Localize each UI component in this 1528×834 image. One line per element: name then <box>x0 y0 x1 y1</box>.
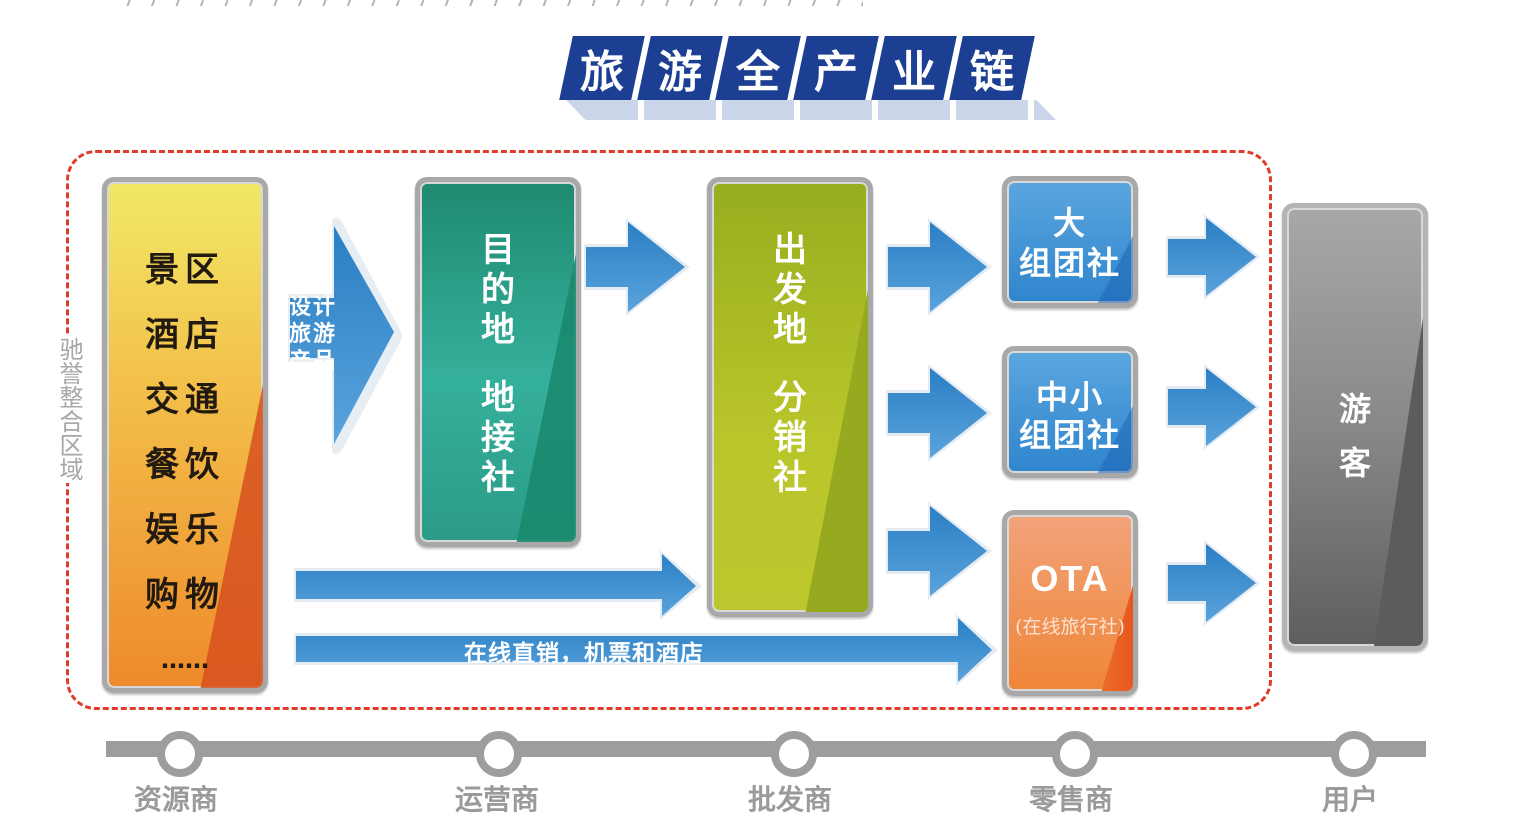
design-label-line: 产品 <box>289 349 338 374</box>
resource-item: 酒店 <box>145 315 225 355</box>
arrow-to-ota <box>886 502 992 600</box>
title-char-cell: 全 <box>715 36 801 100</box>
label-char: 销 <box>773 418 807 458</box>
arrow-to-large-group <box>886 218 992 316</box>
label-char: 分 <box>773 378 807 418</box>
label-char: 地 <box>481 378 515 418</box>
arrow-large-group-to-tourist <box>1166 214 1260 300</box>
destination-label-bottom: 地 接 社 <box>420 378 576 498</box>
label-char: 地 <box>773 310 807 350</box>
arrow-direct-sales-to-ota <box>294 614 998 686</box>
resource-item: 景区 <box>145 250 225 290</box>
label-char: 发 <box>773 270 807 310</box>
timeline-node <box>1052 731 1098 777</box>
resource-box: 景区 酒店 交通 餐饮 娱乐 购物 …… <box>102 177 268 693</box>
top-hatch-decoration <box>118 0 863 6</box>
arrow-resource-to-departure <box>294 550 702 620</box>
timeline-label-retailer: 零售商 <box>1028 783 1113 816</box>
departure-label-bottom: 分 销 社 <box>712 378 868 498</box>
label-char: 的 <box>481 270 515 310</box>
title-char-cell: 产 <box>793 36 879 100</box>
timeline-node <box>476 731 522 777</box>
direct-sales-label: 在线直销，机票和酒店 <box>464 641 704 667</box>
title-char: 链 <box>970 47 1014 98</box>
timeline-node <box>771 731 817 777</box>
label-char: 地 <box>481 310 515 350</box>
small-group-agency-box: 中小 组团社 <box>1002 346 1138 478</box>
departure-label-top: 出 发 地 <box>712 230 868 350</box>
label-char: 游 <box>1338 390 1371 428</box>
label-char: 目 <box>481 230 515 270</box>
label-char: 社 <box>773 458 807 498</box>
title-char: 旅 <box>580 47 624 98</box>
tourist-label: 游 客 <box>1287 382 1423 490</box>
destination-agency-box: 目 的 地 地 接 社 <box>415 177 581 547</box>
ota-subtitle: (在线旅行社) <box>1015 616 1125 638</box>
title-char-cell: 游 <box>637 36 723 100</box>
large-group-agency-box: 大 组团社 <box>1002 176 1138 308</box>
timeline-label-user: 用户 <box>1321 783 1378 816</box>
arrow-destination-to-departure <box>584 218 690 316</box>
resource-item-ellipsis: …… <box>161 646 209 674</box>
arrow-ota-to-tourist <box>1166 540 1260 626</box>
label-char: 出 <box>773 230 807 270</box>
ota-title: OTA <box>1030 558 1110 599</box>
timeline-node <box>1331 731 1377 777</box>
title-char: 产 <box>814 47 858 98</box>
design-label-line: 设计 <box>289 295 338 320</box>
title-char-cell: 旅 <box>559 36 645 100</box>
title-char-cell: 业 <box>871 36 957 100</box>
tourist-box: 游 客 <box>1282 203 1428 651</box>
resource-list: 景区 酒店 交通 餐饮 娱乐 购物 …… <box>107 238 263 688</box>
departure-distributor-box: 出 发 地 分 销 社 <box>707 177 873 617</box>
design-product-label: 设计 旅游 产品 <box>289 294 337 375</box>
design-product-arrow <box>288 217 402 455</box>
box-gloss <box>1101 585 1133 691</box>
small-group-line1: 中小 <box>1035 378 1104 416</box>
arrow-to-small-group <box>886 364 992 462</box>
label-char: 客 <box>1338 444 1371 482</box>
title-char: 全 <box>736 47 780 98</box>
timeline-label-wholesaler: 批发商 <box>747 783 832 816</box>
title-char-cell: 链 <box>949 36 1035 100</box>
resource-item: 购物 <box>145 575 225 615</box>
timeline-label-operator: 运营商 <box>454 783 539 816</box>
timeline-node <box>157 731 203 777</box>
large-group-line2: 组团社 <box>1018 244 1121 282</box>
ota-box: OTA (在线旅行社) <box>1002 510 1138 696</box>
resource-item: 交通 <box>145 380 225 420</box>
resource-item: 娱乐 <box>145 510 225 550</box>
destination-label-top: 目 的 地 <box>420 230 576 350</box>
title-banner: 旅 游 全 产 业 链 <box>559 36 1056 120</box>
resource-item: 餐饮 <box>145 445 225 485</box>
title-char: 业 <box>892 47 936 98</box>
timeline-bar <box>106 741 1426 757</box>
label-char: 接 <box>481 418 515 458</box>
integration-region-label: 驰誉整合区域 <box>48 335 83 483</box>
arrow-small-group-to-tourist <box>1166 364 1260 450</box>
large-group-line1: 大 <box>1052 204 1087 242</box>
timeline-label-supplier: 资源商 <box>133 783 218 816</box>
title-shadow <box>566 100 1056 120</box>
title-char: 游 <box>658 47 702 98</box>
small-group-line2: 组团社 <box>1018 416 1121 454</box>
design-label-line: 旅游 <box>289 322 338 347</box>
label-char: 社 <box>481 458 515 498</box>
